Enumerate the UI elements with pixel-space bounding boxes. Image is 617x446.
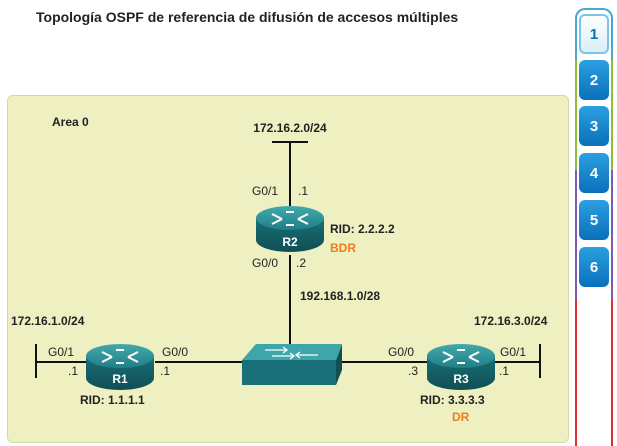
network-right-label: 172.16.3.0/24 — [474, 314, 548, 328]
r1-g00-label: G0/0 — [162, 345, 188, 359]
network-left-label: 172.16.1.0/24 — [11, 314, 85, 328]
topology-diagram: Area 0 R2 R1 R3 172.16.2.0/24 172.16.1.0… — [11, 115, 548, 424]
r1-g00-ip: .1 — [160, 364, 170, 378]
area-label: Area 0 — [52, 115, 89, 129]
r3-g00-ip: .3 — [408, 364, 418, 378]
router-r2-icon — [256, 206, 324, 252]
r3-g01-ip: .1 — [499, 364, 509, 378]
nav-button-3[interactable]: 3 — [579, 106, 609, 146]
panel-stripe-purple — [575, 170, 613, 300]
panel-stripe-red — [575, 300, 613, 446]
r2-rid: RID: 2.2.2.2 — [330, 222, 395, 236]
diagram-title: Topología OSPF de referencia de difusión… — [36, 9, 459, 25]
switch-icon — [242, 344, 342, 385]
panel-stripe-green — [575, 60, 613, 170]
nav-button-6[interactable]: 6 — [579, 247, 609, 287]
router-r1-icon — [86, 344, 154, 390]
r2-g00-ip: .2 — [296, 256, 306, 270]
router-r3-icon — [427, 344, 495, 390]
r1-g01-label: G0/1 — [48, 345, 74, 359]
nav-button-5[interactable]: 5 — [579, 200, 609, 240]
r3-g01-label: G0/1 — [500, 345, 526, 359]
r1-g01-ip: .1 — [68, 364, 78, 378]
r3-role-dr: DR — [452, 410, 470, 424]
r2-g01-label: G0/1 — [252, 184, 278, 198]
r2-role-bdr: BDR — [330, 241, 356, 255]
r1-rid: RID: 1.1.1.1 — [80, 393, 145, 407]
network-top-label: 172.16.2.0/24 — [253, 121, 327, 135]
r3-g00-label: G0/0 — [388, 345, 414, 359]
nav-button-1[interactable]: 1 — [579, 14, 609, 54]
r2-g00-label: G0/0 — [252, 256, 278, 270]
network-middle-label: 192.168.1.0/28 — [300, 289, 380, 303]
nav-button-2[interactable]: 2 — [579, 60, 609, 100]
r2-g01-ip: .1 — [298, 184, 308, 198]
nav-button-4[interactable]: 4 — [579, 153, 609, 193]
router-r2-name: R2 — [282, 235, 298, 249]
router-r3-name: R3 — [453, 372, 469, 386]
router-r1-name: R1 — [112, 372, 128, 386]
r3-rid: RID: 3.3.3.3 — [420, 393, 485, 407]
